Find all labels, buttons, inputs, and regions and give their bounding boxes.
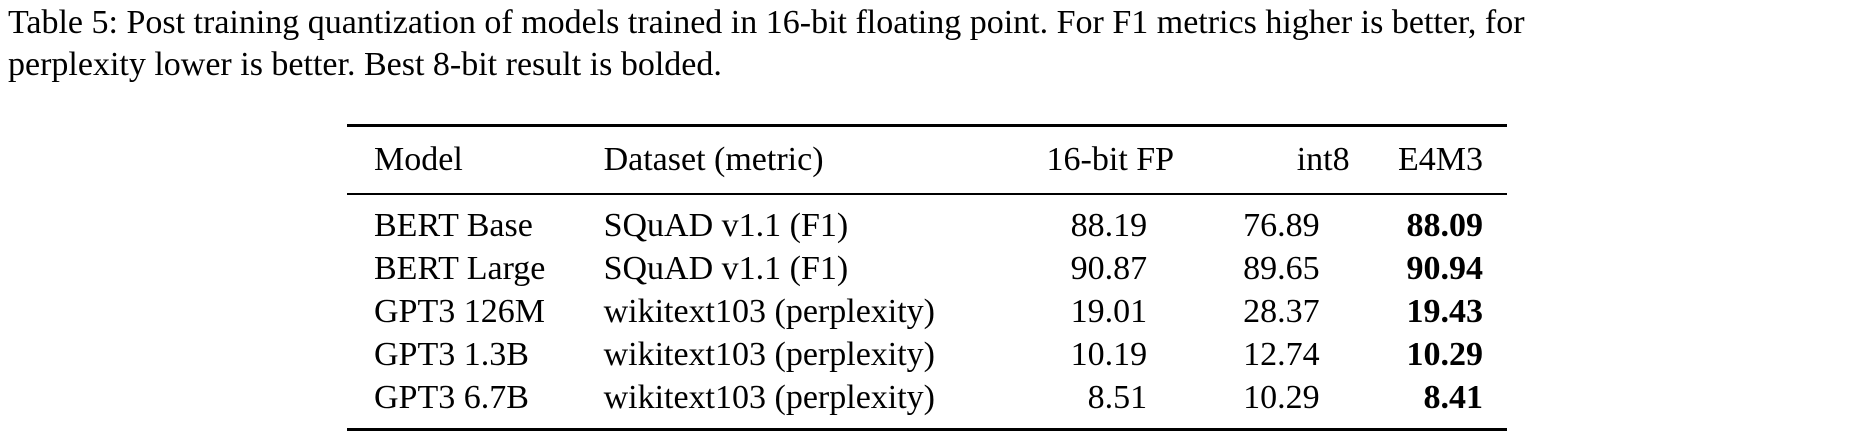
table-row: BERT Large SQuAD v1.1 (F1) 90.87 89.65 9… xyxy=(347,247,1507,290)
cell-e4m3-best: 10.29 xyxy=(1406,336,1484,373)
table-header: Model Dataset (metric) 16-bit FP int8 E4… xyxy=(347,125,1507,194)
cell-e4m3-best: 88.09 xyxy=(1406,207,1484,244)
cell-fp16: 88.19 xyxy=(1070,207,1148,244)
cell-dataset: SQuAD v1.1 (F1) xyxy=(603,207,849,244)
table-row: GPT3 1.3B wikitext103 (perplexity) 10.19… xyxy=(347,333,1507,376)
caption-line-2: perplexity lower is better. Best 8-bit r… xyxy=(8,46,722,83)
header-dataset: Dataset (metric) xyxy=(603,141,824,178)
table-row: BERT Base SQuAD v1.1 (F1) 88.19 76.89 88… xyxy=(347,194,1507,247)
header-fp16: 16-bit FP xyxy=(1046,141,1175,178)
cell-model: GPT3 1.3B xyxy=(374,336,529,373)
header-model: Model xyxy=(374,141,463,178)
cell-fp16: 90.87 xyxy=(1070,250,1148,287)
results-table-container: Model Dataset (metric) 16-bit FP int8 E4… xyxy=(347,124,1507,431)
cell-int8: 76.89 xyxy=(1243,207,1320,244)
table-row: GPT3 126M wikitext103 (perplexity) 19.01… xyxy=(347,290,1507,333)
cell-dataset: SQuAD v1.1 (F1) xyxy=(603,250,849,287)
cell-model: BERT Base xyxy=(374,207,533,244)
header-row: Model Dataset (metric) 16-bit FP int8 E4… xyxy=(347,125,1507,194)
table-caption: Table 5: Post training quantization of m… xyxy=(8,2,1866,86)
cell-fp16: 19.01 xyxy=(1070,293,1148,330)
cell-e4m3-best: 19.43 xyxy=(1406,293,1484,330)
table-row: GPT3 6.7B wikitext103 (perplexity) 8.51 … xyxy=(347,376,1507,430)
cell-e4m3-best: 8.41 xyxy=(1423,379,1484,416)
header-int8: int8 xyxy=(1296,141,1350,178)
cell-model: GPT3 126M xyxy=(374,293,545,330)
cell-e4m3-best: 90.94 xyxy=(1406,250,1484,287)
cell-fp16: 8.51 xyxy=(1087,379,1148,416)
cell-model: GPT3 6.7B xyxy=(374,379,529,416)
cell-dataset: wikitext103 (perplexity) xyxy=(603,379,935,416)
cell-model: BERT Large xyxy=(374,250,546,287)
cell-int8: 10.29 xyxy=(1243,379,1320,416)
cell-int8: 28.37 xyxy=(1243,293,1320,330)
table-body: BERT Base SQuAD v1.1 (F1) 88.19 76.89 88… xyxy=(347,194,1507,430)
quantization-results-table: Model Dataset (metric) 16-bit FP int8 E4… xyxy=(347,124,1507,431)
cell-dataset: wikitext103 (perplexity) xyxy=(603,336,935,373)
cell-int8: 12.74 xyxy=(1243,336,1320,373)
cell-fp16: 10.19 xyxy=(1070,336,1148,373)
cell-dataset: wikitext103 (perplexity) xyxy=(603,293,935,330)
header-e4m3: E4M3 xyxy=(1398,141,1483,178)
cell-int8: 89.65 xyxy=(1243,250,1320,287)
caption-line-1: Table 5: Post training quantization of m… xyxy=(8,4,1525,41)
